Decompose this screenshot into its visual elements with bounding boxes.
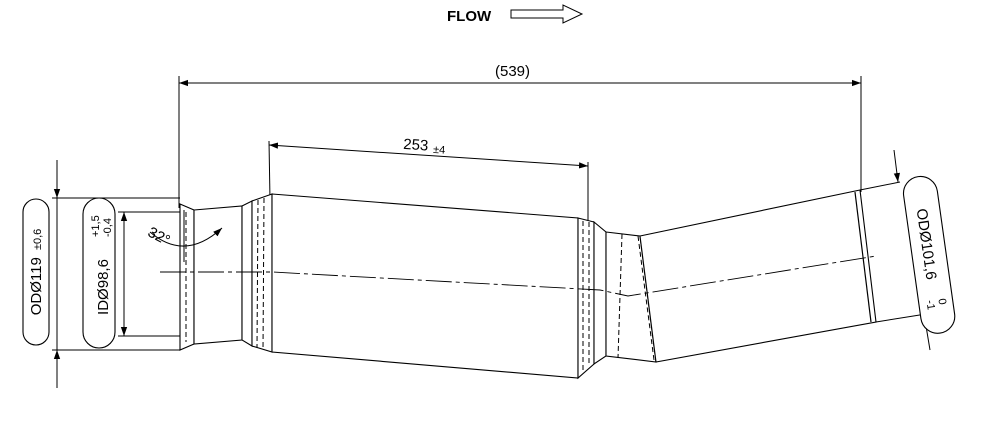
inlet-id-tol-lower: -0,4: [102, 218, 114, 237]
overall-length-text: (539): [495, 63, 530, 80]
bellows-length-tolerance: ±4: [433, 144, 446, 157]
outlet-od-tol-lower: -1: [924, 299, 937, 310]
inlet-od-dimension: [52, 160, 180, 388]
flow-label: FLOW: [447, 8, 492, 25]
angle-text: 32°: [145, 224, 173, 250]
flexible-pipe-part: [179, 189, 877, 380]
overall-length-dimension: (539): [178, 63, 862, 208]
inlet-id-dimension: [118, 211, 180, 337]
flow-arrow-icon: [510, 4, 584, 24]
centerline: [160, 255, 877, 297]
inlet-od-tolerance: ±0,6: [32, 229, 44, 250]
bellows-length-dimension: 253 ±4: [268, 136, 589, 226]
inlet-od-text: ODØ119: [28, 257, 45, 315]
inlet-id-callout: IDØ98,6 +1,5 -0,4: [82, 197, 116, 349]
outlet-od-tol-upper: 0: [935, 298, 948, 306]
inlet-id-text: IDØ98,6: [95, 259, 112, 315]
svg-text:ODØ119 ±0,6: ODØ119 ±0,6: [28, 229, 45, 316]
outlet-od-callout: ODØ101,6 0 -1: [902, 175, 956, 334]
inlet-od-callout: ODØ119 ±0,6: [22, 198, 50, 346]
bellows-length-text: 253: [403, 136, 429, 155]
outlet-od-dimension: [859, 149, 931, 351]
inlet-id-tol-upper: +1,5: [90, 215, 102, 237]
